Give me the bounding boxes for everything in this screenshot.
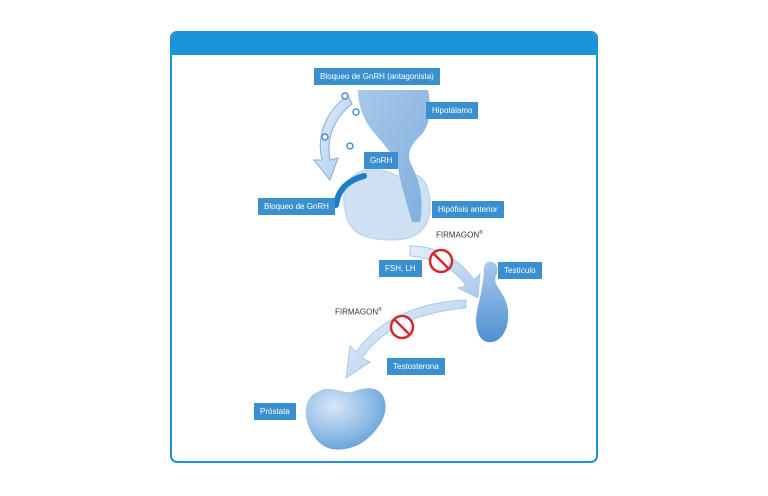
blocked-sign-icon xyxy=(389,314,415,340)
label-gnrh: GnRH xyxy=(364,152,399,169)
registered-mark: ® xyxy=(479,230,483,236)
blocked-sign-icon xyxy=(428,248,454,274)
firmagon-label-bottom: FIRMAGON® xyxy=(335,307,382,317)
label-gnrh-blockade: Bloqueo de GnRH xyxy=(258,198,335,215)
registered-mark: ® xyxy=(378,307,382,313)
firmagon-label-top: FIRMAGON® xyxy=(436,230,483,240)
testicle-shape xyxy=(476,261,509,343)
label-testicle: Testículo xyxy=(498,262,542,279)
receptor-dots-icon xyxy=(321,92,360,150)
label-prostate: Próstata xyxy=(254,403,296,420)
firmagon-name: FIRMAGON xyxy=(436,230,480,240)
label-gnrh-blockade-antagonist: Bloqueo de GnRH (antagonista) xyxy=(314,68,440,85)
frame-header-bar xyxy=(172,33,596,55)
label-testosterone: Testosterona xyxy=(387,358,445,375)
firmagon-name: FIRMAGON xyxy=(335,307,379,317)
curved-arrow-icon xyxy=(312,95,353,182)
gnrh-blockade-band xyxy=(333,173,367,208)
label-fsh-lh: FSH, LH xyxy=(379,260,422,277)
prostate-shape xyxy=(305,388,386,450)
label-hypothalamus: Hipotálamo xyxy=(426,102,479,119)
label-anterior-pituitary: Hipófisis anterior xyxy=(432,201,504,218)
